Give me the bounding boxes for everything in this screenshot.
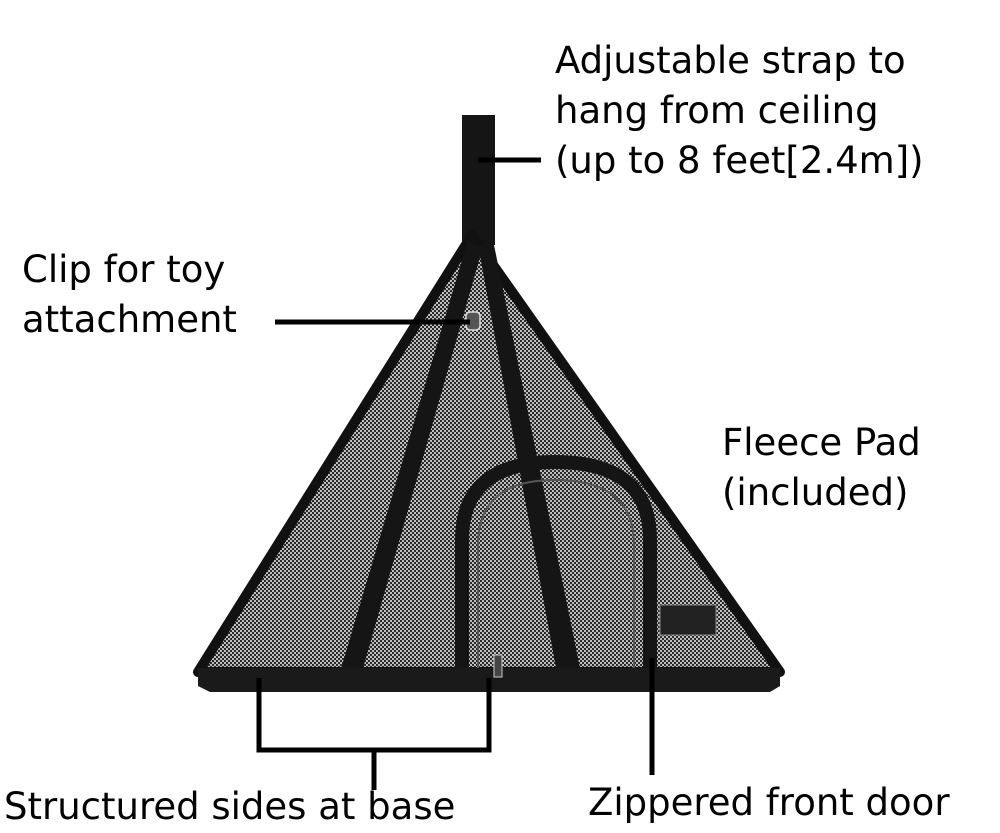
leader-lines: [256, 157, 655, 790]
tent-front-edge: [340, 240, 482, 672]
door-label: Zippered front door: [588, 781, 950, 824]
hanging-strap: [462, 115, 495, 245]
brand-logo: [659, 604, 717, 636]
tent-center-seam: [478, 245, 580, 668]
clip-label-line-2: attachment: [22, 298, 237, 341]
clip-label-line-1: Clip for toy: [22, 248, 226, 291]
pad-label-line-1: Fleece Pad: [722, 421, 921, 464]
pad-label-line-2: (included): [722, 471, 909, 514]
door-arch: [455, 454, 657, 668]
sides-label: Structured sides at base: [4, 785, 456, 828]
strap-label-line-2: hang from ceiling: [555, 89, 879, 132]
strap-label-line-3: (up to 8 feet[2.4m]): [555, 139, 924, 182]
strap-label-line-1: Adjustable strap to: [555, 39, 906, 82]
zipper-pull: [493, 654, 503, 678]
